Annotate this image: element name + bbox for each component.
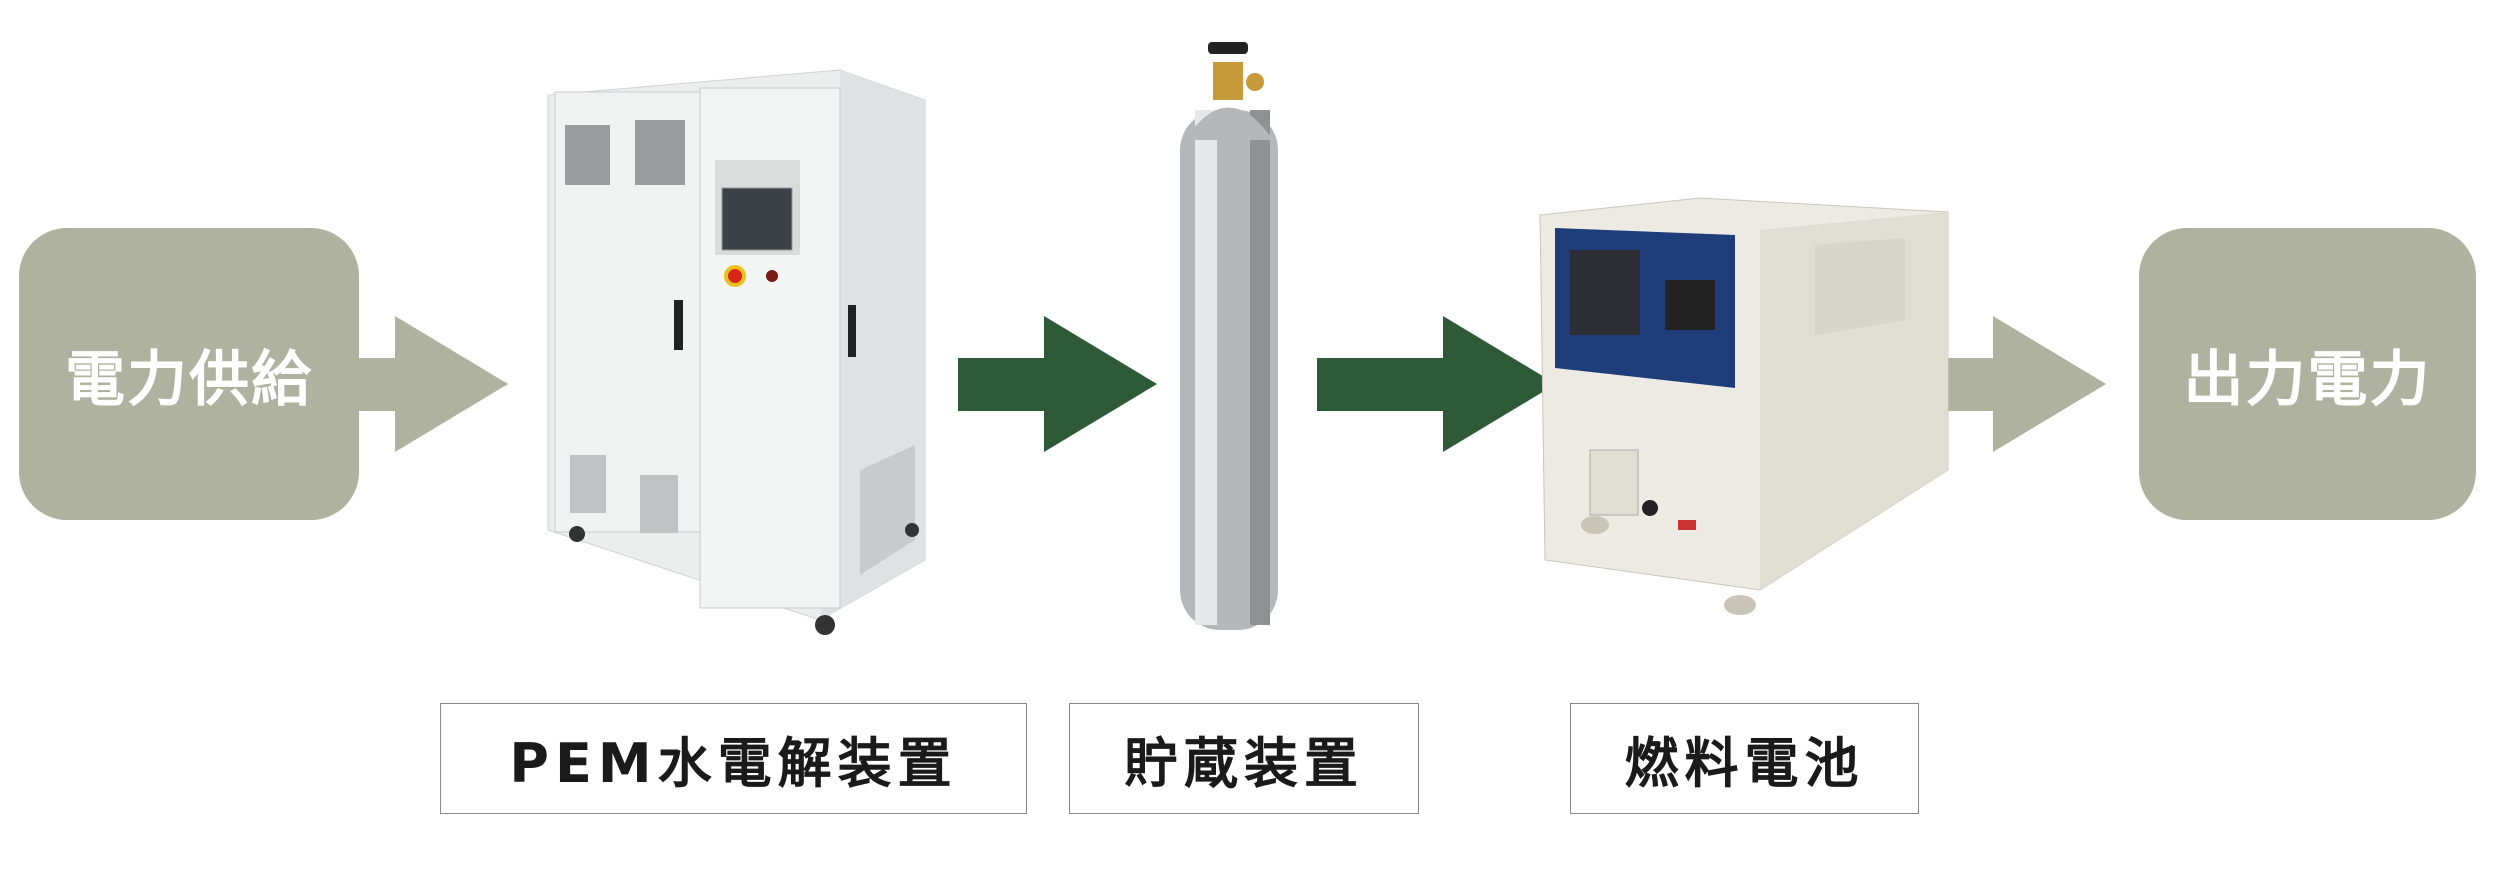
power-supply-box: 電力供給 [19, 228, 359, 520]
stage-box-fuel-cell: 燃料電池 [1570, 703, 1919, 814]
gray-arrow-in [355, 316, 508, 452]
hydrogen-cylinder-image [1180, 42, 1278, 630]
stage-label: PEM水電解装置 [509, 732, 958, 795]
stage-box-storage: 貯蔵装置 [1069, 703, 1419, 814]
power-supply-label: 電力供給 [65, 344, 313, 415]
pem-electrolyzer-image [547, 69, 926, 635]
stage-label: 貯蔵装置 [1124, 732, 1364, 795]
fuel-cell-image [1539, 197, 1949, 615]
output-power-label: 出力電力 [2183, 344, 2432, 415]
stage-label: 燃料電池 [1624, 732, 1865, 795]
green-arrow-1 [958, 316, 1157, 452]
gray-arrow-out [1932, 316, 2106, 452]
green-arrow-2 [1317, 316, 1556, 452]
output-power-box: 出力電力 [2139, 228, 2476, 520]
stage-box-pem-electrolyzer: PEM水電解装置 [440, 703, 1027, 814]
